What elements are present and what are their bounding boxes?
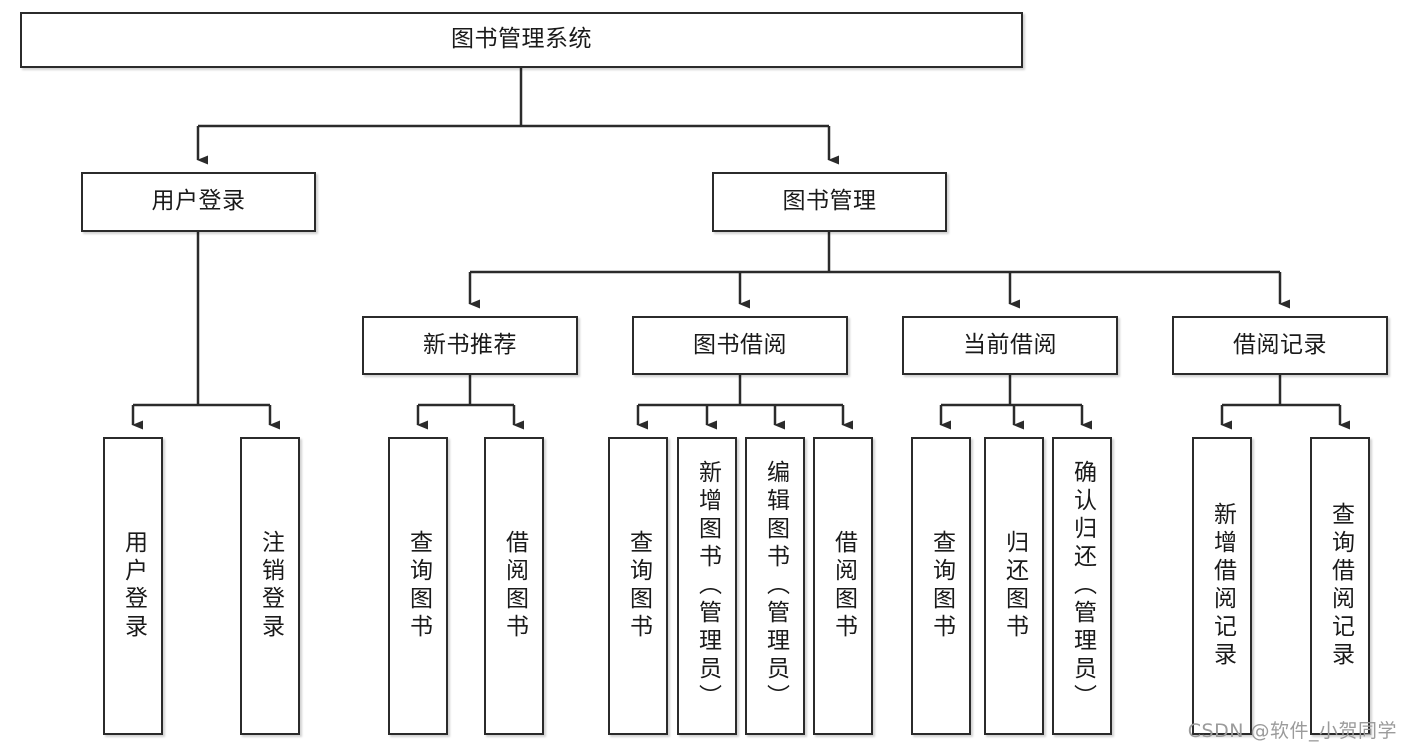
node-label-leaf-add-book: 新增图书（管理员） bbox=[694, 460, 721, 712]
node-label-user-login: 用户登录 bbox=[151, 188, 246, 215]
node-user-login[interactable]: 用户登录 bbox=[81, 172, 316, 232]
node-label-new-book-rec: 新书推荐 bbox=[423, 331, 517, 358]
node-leaf-user-logout[interactable]: 注销登录 bbox=[240, 437, 300, 735]
node-root-system[interactable]: 图书管理系统 bbox=[20, 12, 1023, 68]
node-leaf-add-book[interactable]: 新增图书（管理员） bbox=[677, 437, 737, 735]
node-leaf-confirm-return[interactable]: 确认归还（管理员） bbox=[1052, 437, 1112, 735]
node-book-borrow[interactable]: 图书借阅 bbox=[632, 316, 848, 375]
node-label-leaf-user-logout: 注销登录 bbox=[257, 530, 284, 642]
node-leaf-add-record[interactable]: 新增借阅记录 bbox=[1192, 437, 1252, 735]
node-label-borrow-record: 借阅记录 bbox=[1233, 331, 1327, 358]
node-current-borrow[interactable]: 当前借阅 bbox=[902, 316, 1118, 375]
node-leaf-user-login[interactable]: 用户登录 bbox=[103, 437, 163, 735]
node-label-leaf-query-record: 查询借阅记录 bbox=[1327, 502, 1354, 670]
node-label-leaf-borrow-book-2: 借阅图书 bbox=[830, 530, 857, 642]
node-label-book-borrow: 图书借阅 bbox=[693, 331, 787, 358]
node-label-leaf-borrow-book-1: 借阅图书 bbox=[501, 530, 528, 642]
node-leaf-borrow-book-2[interactable]: 借阅图书 bbox=[813, 437, 873, 735]
node-label-leaf-user-login: 用户登录 bbox=[120, 530, 147, 642]
node-label-root: 图书管理系统 bbox=[451, 26, 592, 53]
node-borrow-record[interactable]: 借阅记录 bbox=[1172, 316, 1388, 375]
node-label-leaf-add-record: 新增借阅记录 bbox=[1209, 502, 1236, 670]
node-label-book-manage: 图书管理 bbox=[782, 188, 877, 215]
node-leaf-borrow-book-1[interactable]: 借阅图书 bbox=[484, 437, 544, 735]
node-label-current-borrow: 当前借阅 bbox=[963, 331, 1057, 358]
node-label-leaf-confirm-return: 确认归还（管理员） bbox=[1069, 460, 1096, 712]
node-leaf-edit-book[interactable]: 编辑图书（管理员） bbox=[745, 437, 805, 735]
node-leaf-query-book-2[interactable]: 查询图书 bbox=[608, 437, 668, 735]
node-leaf-query-record[interactable]: 查询借阅记录 bbox=[1310, 437, 1370, 735]
node-label-leaf-query-book-2: 查询图书 bbox=[625, 530, 652, 642]
node-book-manage[interactable]: 图书管理 bbox=[712, 172, 947, 232]
node-label-leaf-query-book-1: 查询图书 bbox=[405, 530, 432, 642]
node-new-book-rec[interactable]: 新书推荐 bbox=[362, 316, 578, 375]
node-label-leaf-edit-book: 编辑图书（管理员） bbox=[762, 460, 789, 712]
node-label-leaf-query-book-3: 查询图书 bbox=[928, 530, 955, 642]
node-leaf-query-book-3[interactable]: 查询图书 bbox=[911, 437, 971, 735]
node-leaf-query-book-1[interactable]: 查询图书 bbox=[388, 437, 448, 735]
node-leaf-return-book[interactable]: 归还图书 bbox=[984, 437, 1044, 735]
node-label-leaf-return-book: 归还图书 bbox=[1001, 530, 1028, 642]
